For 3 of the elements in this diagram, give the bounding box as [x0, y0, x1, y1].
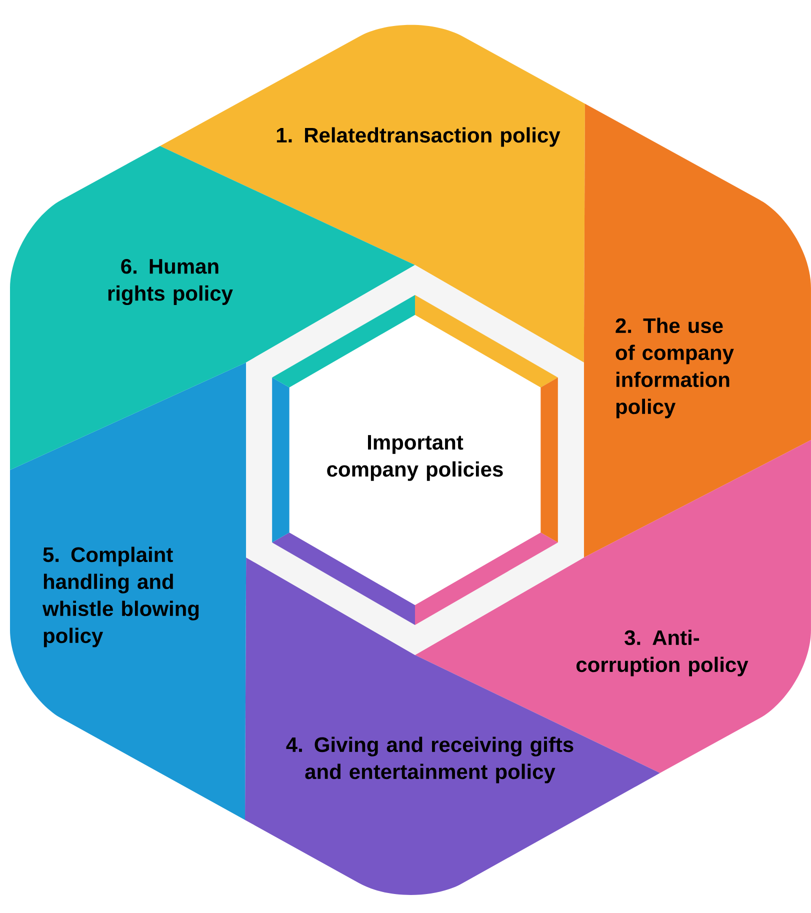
policy-segment: 2. The use of company information policy	[584, 103, 811, 558]
center-hexagon: Important company policies	[246, 265, 584, 655]
policy-segment: 5. Complaint handling and whistle blowing policy	[10, 362, 246, 820]
